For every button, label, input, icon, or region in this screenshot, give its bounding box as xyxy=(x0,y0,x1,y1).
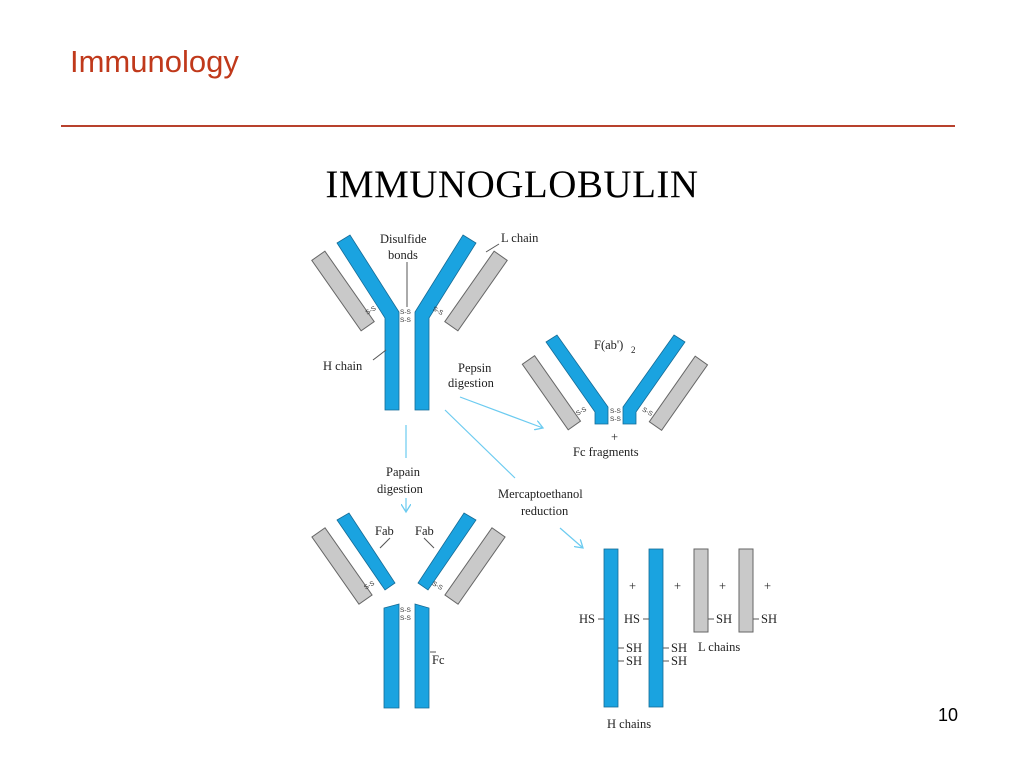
plus-sign: + xyxy=(719,579,726,593)
sh-label: SH xyxy=(626,654,642,668)
fc-heavy-chain-left xyxy=(383,603,400,709)
disulfide-bond-mark: S-S xyxy=(610,416,622,423)
hs-label: HS xyxy=(624,612,640,626)
sh-label: SH xyxy=(671,641,687,655)
hs-label: HS xyxy=(579,612,595,626)
fab-left-light-chain xyxy=(311,527,373,605)
disulfide-bond-mark: S-S xyxy=(363,580,376,592)
reduction-label: reduction xyxy=(521,504,569,518)
intact-antibody: S-S S-S S-S S-S Disulfide bonds L chain … xyxy=(311,231,539,411)
fab2-label: F(ab') xyxy=(594,338,623,352)
sh-label: SH xyxy=(671,654,687,668)
l-chain-label: L chain xyxy=(501,231,539,245)
plus-sign: + xyxy=(611,430,618,444)
fab-left-leader-line xyxy=(379,537,391,549)
pepsin-arrow xyxy=(459,396,543,428)
disulfide-bond-mark: S-S xyxy=(431,580,444,592)
fab-left-label: Fab xyxy=(375,524,394,538)
plus-sign: + xyxy=(764,579,771,593)
disulfide-bond-mark: S-S xyxy=(641,406,654,418)
disulfide-bond-mark: S-S xyxy=(400,615,412,622)
heavy-chain-left xyxy=(336,234,400,411)
disulfide-bond-mark: S-S xyxy=(400,607,412,614)
fab-right-label: Fab xyxy=(415,524,434,538)
l-chain-2 xyxy=(738,548,754,633)
plus-sign: + xyxy=(674,579,681,593)
fab2-fragment: S-S S-S S-S S-S F(ab') 2 + Fc fragments xyxy=(521,334,709,459)
reduced-chains: + + + + HS HS SH SH SH SH SH SH L chains… xyxy=(579,548,777,731)
fab-right-leader-line xyxy=(423,537,435,549)
papain-digestion-label: digestion xyxy=(377,482,424,496)
fab2-light-chain-left xyxy=(521,354,582,431)
disulfide-label: Disulfide xyxy=(380,232,427,246)
fab2-heavy-chain-right xyxy=(622,334,686,425)
fab2-light-chain-right xyxy=(648,355,709,432)
bonds-label: bonds xyxy=(388,248,418,262)
papain-products: S-S S-S Fab Fab S-S S-S Fc xyxy=(311,512,506,709)
disulfide-bond-mark: S-S xyxy=(365,305,378,317)
disulfide-bond-mark: S-S xyxy=(610,408,622,415)
fc-fragments-label: Fc fragments xyxy=(573,445,639,459)
disulfide-bond-mark: S-S xyxy=(575,406,588,418)
page-number: 10 xyxy=(938,705,959,725)
fc-label: Fc xyxy=(432,653,445,667)
title-divider xyxy=(61,125,955,127)
l-chain-1 xyxy=(693,548,709,633)
mercaptoethanol-label: Mercaptoethanol xyxy=(498,487,583,501)
h-chain-leader-line xyxy=(372,349,387,361)
plus-sign: + xyxy=(629,579,636,593)
slide-heading: IMMUNOGLOBULIN xyxy=(325,163,699,206)
disulfide-bond-mark: S-S xyxy=(431,306,444,318)
h-chain-2 xyxy=(648,548,664,708)
light-chain-left xyxy=(311,250,375,332)
sh-label: SH xyxy=(716,612,732,626)
h-chain-1 xyxy=(603,548,619,708)
fab2-subscript: 2 xyxy=(631,345,636,355)
fab-left-heavy-chain xyxy=(336,512,396,591)
l-chains-label: L chains xyxy=(698,640,740,654)
disulfide-bond-mark: S-S xyxy=(400,309,412,316)
sh-label: SH xyxy=(761,612,777,626)
slide-title: Immunology xyxy=(70,44,239,79)
papain-label: Papain xyxy=(386,465,421,479)
pepsin-digestion-label: digestion xyxy=(448,376,495,390)
l-chain-leader-line xyxy=(485,243,500,253)
mercaptoethanol-arrow-head xyxy=(559,527,583,548)
heavy-chain-right xyxy=(414,234,477,411)
disulfide-bond-mark: S-S xyxy=(400,317,412,324)
sh-label: SH xyxy=(626,641,642,655)
fab2-heavy-chain-left xyxy=(545,334,609,425)
fc-heavy-chain-right xyxy=(414,603,430,709)
mercaptoethanol-arrow-line xyxy=(444,409,516,479)
h-chains-label: H chains xyxy=(607,717,651,731)
fab-right-heavy-chain xyxy=(417,512,477,591)
h-chain-label: H chain xyxy=(323,359,363,373)
light-chain-right xyxy=(444,250,508,332)
pepsin-label: Pepsin xyxy=(458,361,492,375)
fab-right-light-chain xyxy=(444,527,506,605)
